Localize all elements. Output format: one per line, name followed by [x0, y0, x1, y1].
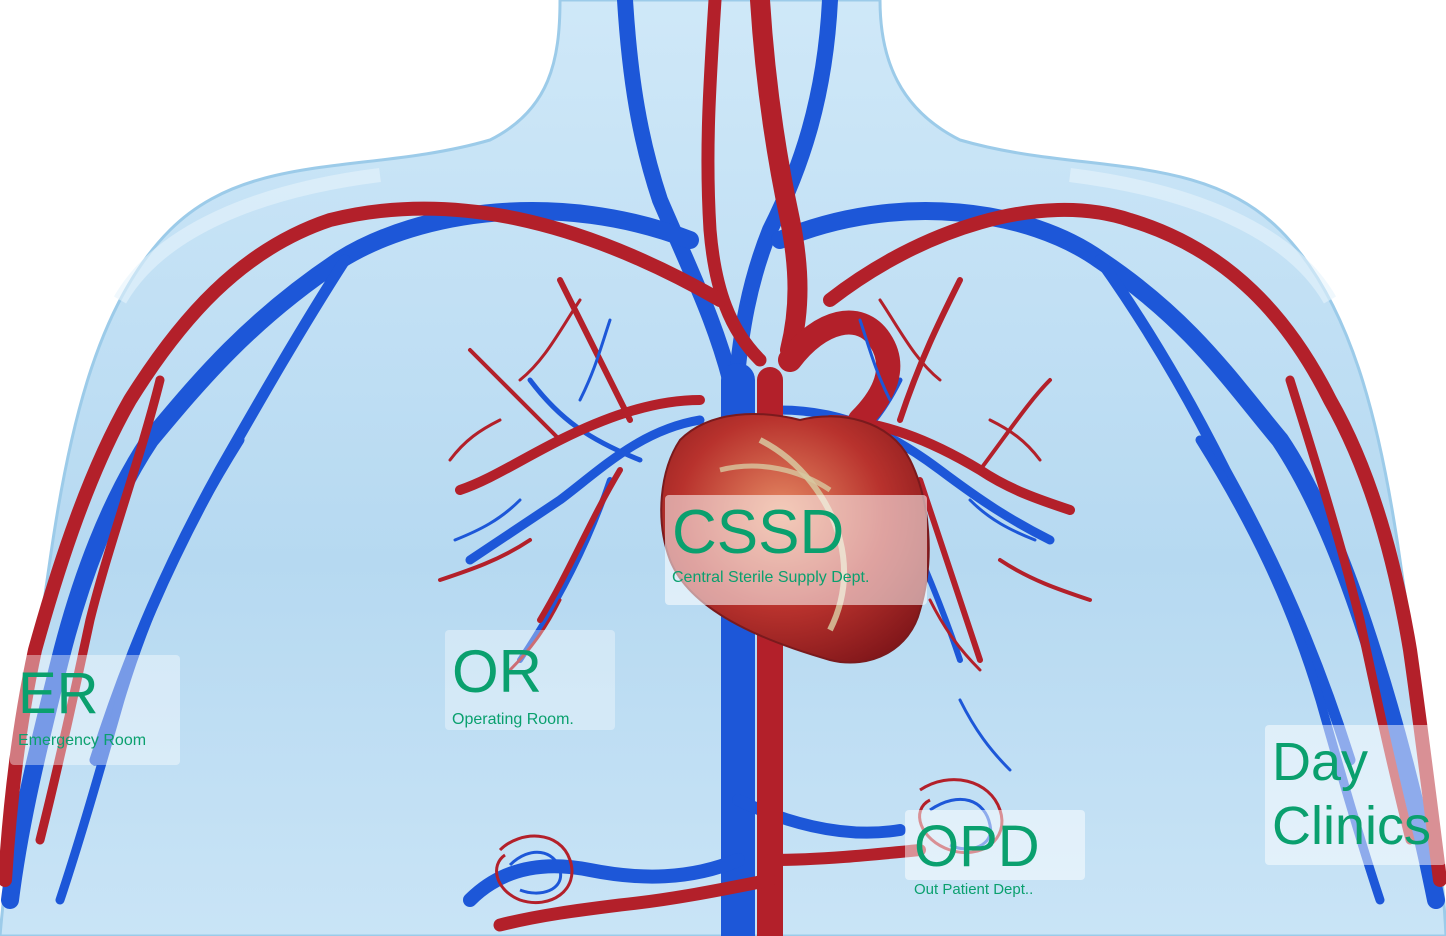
cssd-abbreviation: CSSD	[672, 502, 869, 564]
day-clinics-label: Day Clinics	[1272, 735, 1431, 853]
er-abbreviation: ER	[18, 665, 146, 723]
day-clinics-line2: Clinics	[1272, 799, 1431, 853]
or-label: OR Operating Room.	[452, 642, 574, 728]
day-clinics-line1: Day	[1272, 735, 1431, 789]
opd-abbreviation: OPD	[914, 818, 1040, 876]
er-full-name: Emergency Room	[18, 733, 146, 749]
cssd-full-name: Central Sterile Supply Dept.	[672, 570, 869, 586]
opd-full-name: Out Patient Dept..	[914, 882, 1040, 897]
or-abbreviation: OR	[452, 642, 574, 702]
er-label: ER Emergency Room	[18, 665, 146, 749]
opd-label: OPD Out Patient Dept..	[914, 818, 1040, 897]
or-full-name: Operating Room.	[452, 712, 574, 728]
cssd-label: CSSD Central Sterile Supply Dept.	[672, 502, 869, 586]
